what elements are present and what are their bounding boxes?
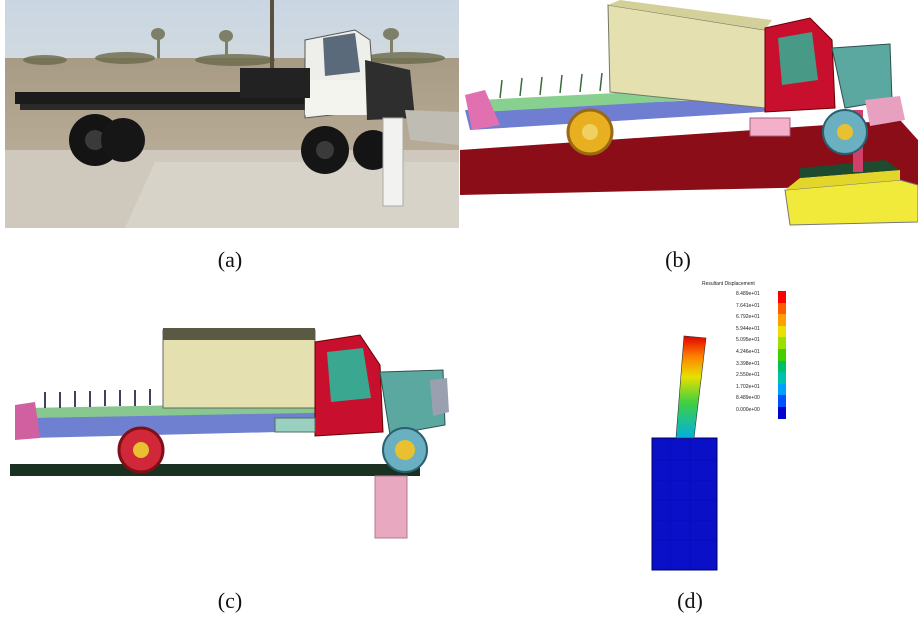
legend-title: Resultant Displacement [702, 281, 755, 287]
legend-swatch [778, 407, 786, 419]
legend-swatch [778, 395, 786, 407]
legend-swatch [778, 372, 786, 384]
legend-value: 6.792e+01 [736, 314, 760, 321]
caption-b: (b) [665, 247, 691, 272]
legend-value: 8.489e+00 [736, 395, 760, 402]
legend-value: 8.489e+01 [736, 291, 760, 297]
panel-c-fe-side [5, 320, 460, 545]
panel-a-photo [5, 0, 459, 228]
legend-value: 5.095e+01 [736, 337, 760, 344]
legend-swatch [778, 349, 786, 361]
legend-value: 1.702e+01 [736, 383, 760, 390]
legend-value: 0.000e+00 [736, 407, 760, 413]
legend-swatch [778, 291, 786, 303]
legend-value: 4.246e+01 [736, 349, 760, 355]
fe-model-side [10, 328, 449, 539]
panel-d-contour [640, 280, 800, 575]
legend-swatch [778, 325, 786, 338]
legend-swatch [778, 302, 786, 315]
displacement-contour [651, 335, 718, 571]
legend-value: 7.641e+01 [736, 302, 760, 309]
legend-value: 5.944e+01 [736, 325, 760, 332]
legend-value: 2.550e+01 [736, 372, 760, 379]
fe-model-perspective [460, 0, 918, 226]
truck-photo [5, 0, 459, 228]
legend-swatch [778, 337, 786, 349]
legend-swatch [778, 314, 786, 326]
legend-d: Resultant Displacement 8.489e+01 7.641e+0… [702, 281, 792, 431]
caption-a: (a) [217, 247, 243, 272]
legend-swatch [778, 360, 786, 373]
panel-b-fe-model [460, 0, 918, 228]
legend-value: 3.398e+01 [736, 360, 760, 367]
legend-swatch [778, 383, 786, 396]
caption-c: (c) [217, 588, 243, 613]
caption-d: (d) [677, 588, 703, 613]
